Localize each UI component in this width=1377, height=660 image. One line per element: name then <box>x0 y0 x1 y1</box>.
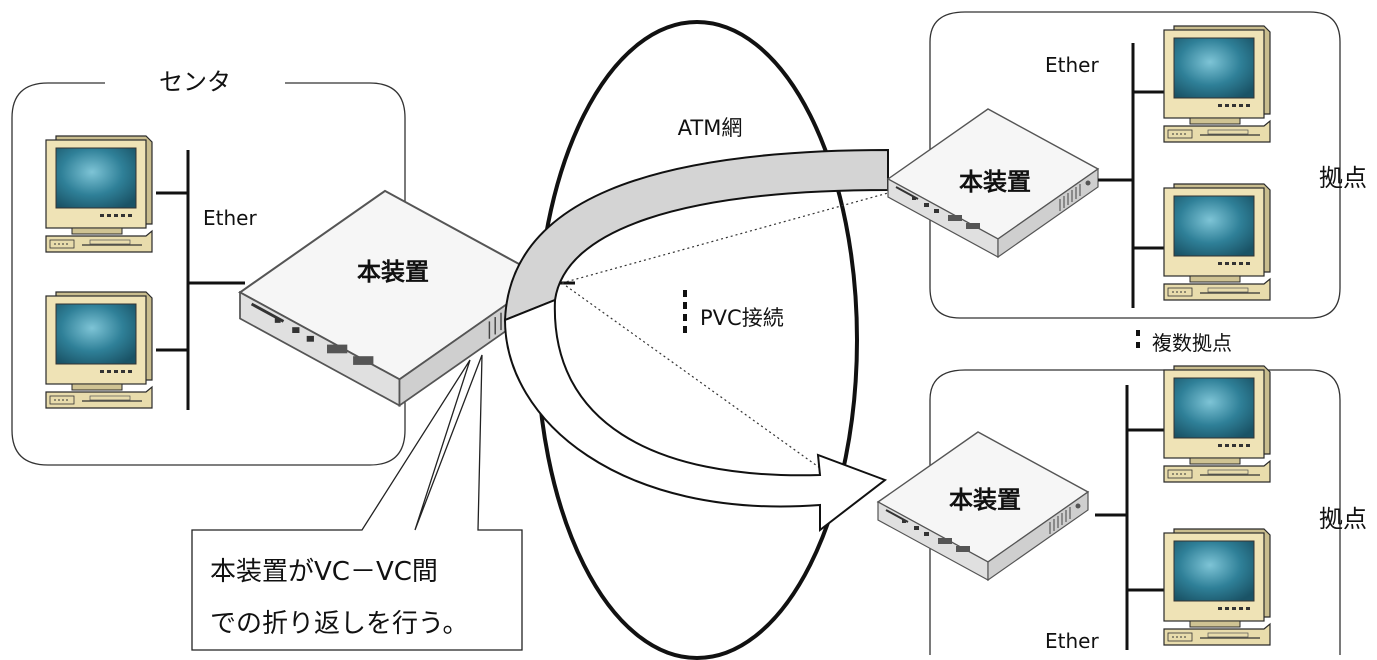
pvc-ellipsis-icon <box>683 290 687 333</box>
callout-box <box>191 354 523 651</box>
atm-network-label: ATM網 <box>678 116 743 140</box>
site-bottom-device-label: 本装置 <box>949 486 1021 514</box>
callout-line-1: 本装置がVC－VC間 <box>210 557 438 587</box>
site-top-pc-2 <box>1163 183 1271 301</box>
site-top-box <box>929 11 1341 319</box>
multi-sites-label: 複数拠点 <box>1152 331 1232 355</box>
site-top-ether-label: Ether <box>1045 53 1099 77</box>
site-bottom-box <box>929 369 1341 655</box>
site-bottom-pc-1 <box>1163 365 1271 483</box>
center-device <box>238 189 546 407</box>
vc-turnaround-band-gray <box>503 148 889 322</box>
site-top-pc-1 <box>1163 25 1271 143</box>
center-ether-label: Ether <box>203 206 257 230</box>
pvc-dotted-line-top <box>561 192 889 284</box>
site-bottom-pc-2 <box>1163 528 1271 646</box>
center-device-label: 本装置 <box>357 258 429 286</box>
center-group-box <box>11 82 406 466</box>
center-pc-2 <box>45 291 153 409</box>
site-bottom-ether-label: Ether <box>1045 629 1099 653</box>
pvc-label: PVC接続 <box>700 306 784 330</box>
site-bottom-label: 拠点 <box>1319 505 1367 533</box>
center-pc-1 <box>45 135 153 253</box>
site-top-device-label: 本装置 <box>959 168 1031 196</box>
center-title: センタ <box>159 68 231 96</box>
vc-turnaround-arrow <box>503 298 888 533</box>
site-top-label: 拠点 <box>1319 164 1367 192</box>
callout-line-2: での折り返しを行う。 <box>210 609 468 639</box>
multi-sites-ellipsis-icon <box>1136 330 1140 348</box>
